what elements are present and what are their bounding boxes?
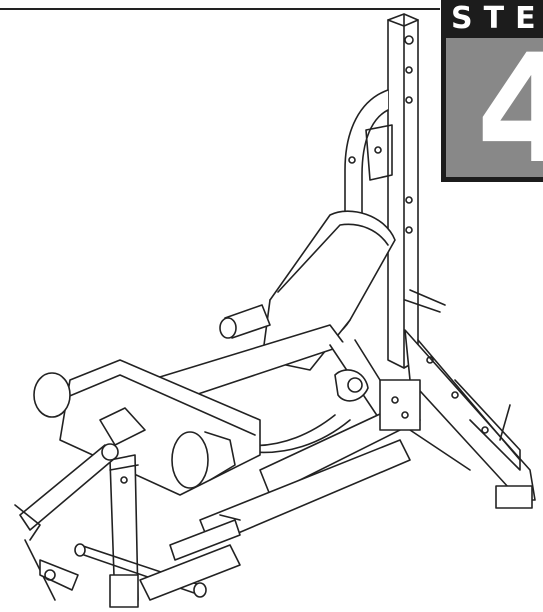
header-rule [0, 8, 440, 10]
step-number-panel: 4 [446, 38, 543, 177]
side-handle [219, 304, 271, 339]
main-frame [149, 324, 421, 546]
front-post [109, 454, 139, 608]
step-number: 4 [476, 38, 543, 177]
leg-arm [14, 443, 119, 601]
upright-post [387, 13, 419, 369]
step-badge: STE 4 [441, 0, 543, 182]
right-base-frame [404, 289, 536, 509]
step-label: STE [451, 1, 543, 36]
lower-tubes [74, 514, 241, 601]
rear-frame [344, 89, 393, 236]
